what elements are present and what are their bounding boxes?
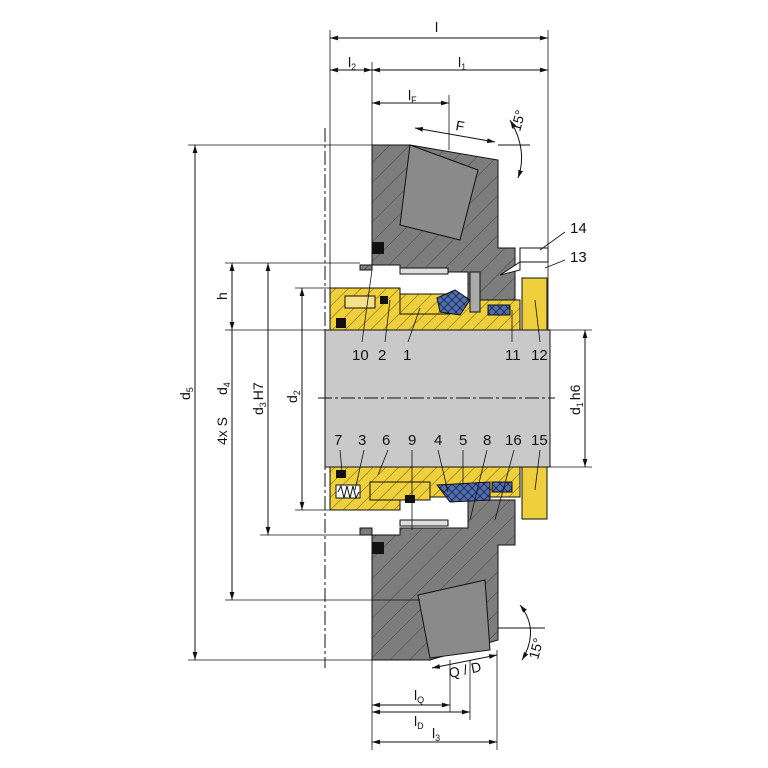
seal-assembly-top — [329, 247, 549, 331]
part-label: 12 — [531, 347, 548, 364]
part-label: 16 — [505, 432, 522, 449]
part-label: 3 — [358, 432, 366, 449]
part-label: 2 — [378, 347, 386, 364]
part-label: 11 — [505, 347, 521, 364]
part-label: 10 — [352, 347, 369, 364]
seal-assembly-bottom — [329, 466, 548, 527]
dim-l2: l2 — [348, 54, 356, 72]
dim-lF: lF — [408, 87, 417, 105]
dim-d1: d1h6 — [567, 384, 585, 415]
dim-l1: l1 — [458, 54, 466, 72]
leader-lines — [339, 231, 566, 530]
dim-l: l — [435, 19, 438, 35]
part-label: 6 — [382, 432, 390, 449]
dim-lD: lD — [414, 713, 424, 731]
dim-QD: Q / D — [447, 658, 482, 680]
angle-top: 15° — [507, 108, 528, 133]
dimension-labels: l l2 l1 lF F 15° d5 d4 4x S h d3H7 d2 d1… — [177, 19, 585, 743]
part-label: 7 — [334, 432, 342, 449]
part-labels: 10 2 1 11 12 14 13 7 3 6 9 4 5 8 16 15 — [334, 220, 587, 449]
extension-lines — [188, 30, 592, 750]
part-label: 13 — [570, 249, 587, 266]
dim-F: F — [454, 117, 465, 134]
oring-housing-bottom — [372, 542, 384, 554]
angle-bottom: 15° — [525, 636, 546, 661]
housing — [359, 144, 516, 661]
dim-d3: d3H7 — [250, 382, 268, 415]
part-label: 9 — [408, 432, 416, 449]
dim-l3: l3 — [432, 725, 440, 743]
dim-h: h — [214, 292, 230, 300]
flush-port-top — [399, 144, 479, 241]
dimension-lines — [192, 35, 588, 745]
part-label: 15 — [531, 432, 548, 449]
part-label: 8 — [483, 432, 491, 449]
part-label: 1 — [403, 347, 411, 364]
part-label: 5 — [459, 432, 467, 449]
oring-housing-top — [372, 242, 384, 254]
dim-d4: d4 — [214, 382, 232, 395]
flush-port-bottom — [417, 579, 491, 659]
part-label: 4 — [434, 432, 442, 449]
dim-lQ: lQ — [414, 687, 424, 705]
dim-d2: d2 — [284, 390, 302, 403]
part-label: 14 — [570, 220, 587, 237]
dim-4xS: 4x S — [214, 417, 230, 445]
dim-d5: d5 — [177, 387, 195, 400]
